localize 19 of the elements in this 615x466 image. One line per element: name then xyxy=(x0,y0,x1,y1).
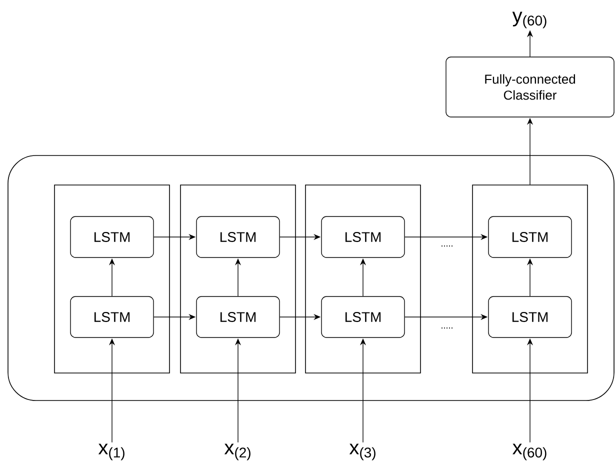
layer-box xyxy=(305,184,421,374)
variable-label: x$_{(2)}$ xyxy=(224,444,250,460)
variable-label: x$_{(1)}$ xyxy=(98,444,124,460)
lstm-box: LSTM xyxy=(321,296,405,338)
lstm-box: LSTM xyxy=(321,216,405,258)
lstm-box: LSTM xyxy=(70,296,154,338)
variable-label: x$_{(60)}$ xyxy=(512,444,546,460)
variable-label: x$_{(3)}$ xyxy=(349,444,376,460)
lstm-box: LSTM xyxy=(488,296,572,338)
lstm-box: LSTM xyxy=(488,216,572,258)
outer-box xyxy=(8,155,614,401)
layer-box xyxy=(54,184,170,374)
variable-label: y$_{(60)}$ xyxy=(512,12,546,28)
lstm-box: LSTM xyxy=(196,296,280,338)
lstm-box: LSTM xyxy=(196,216,280,258)
lstm-box: LSTM xyxy=(70,216,154,258)
layer-box xyxy=(472,184,588,374)
classifier-box: Fully-connected Classifier xyxy=(446,56,614,118)
layer-box xyxy=(180,184,296,374)
